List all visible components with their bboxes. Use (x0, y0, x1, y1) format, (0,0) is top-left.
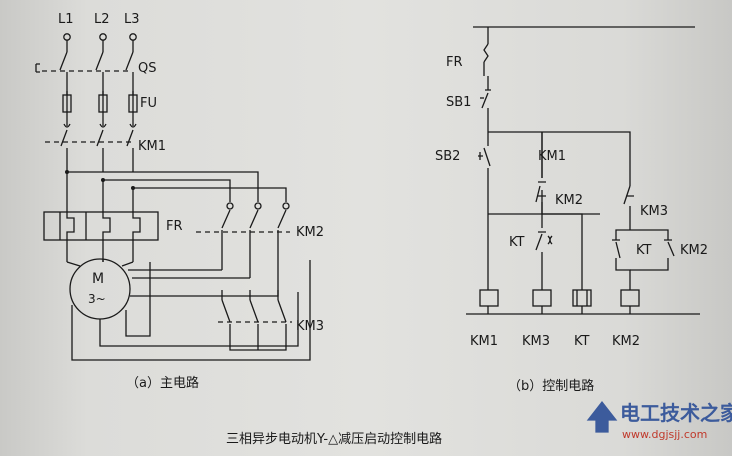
km2-main-label: KM2 (296, 225, 324, 240)
terminal-l3 (129, 33, 137, 41)
sb2-label: SB2 (435, 149, 460, 164)
km1-hold-contact (488, 132, 600, 215)
fr-control-label: FR (446, 55, 463, 70)
km1-contact-label: KM1 (538, 149, 566, 164)
main-caption: （a）主电路 (126, 375, 199, 391)
phase-label-l1: L1 (58, 12, 74, 27)
km3-nc-contact (623, 185, 634, 230)
motor-letter: M (92, 271, 104, 287)
terminal-l1 (63, 33, 71, 41)
kt-contact-label-left: KT (509, 235, 525, 250)
coil-label-km2: KM2 (612, 334, 640, 349)
kt-branch-wire (542, 213, 583, 290)
coil-kt (572, 289, 592, 307)
km2-contact-label-right: KM2 (680, 243, 708, 258)
fr-main-label: FR (166, 219, 183, 234)
fu-label: FU (140, 96, 157, 111)
control-caption: （b）控制电路 (508, 378, 594, 394)
kt-contact-label-right: KT (636, 243, 652, 258)
phase-label-l3: L3 (124, 12, 140, 27)
kt-timed-contact (535, 214, 553, 290)
coil-km3 (532, 289, 552, 307)
fr-nc-contact (483, 43, 489, 76)
coil-label-km3: KM3 (522, 334, 550, 349)
coils (466, 289, 700, 315)
km2-nc-contact (538, 190, 546, 214)
coil-label-kt: KT (574, 334, 590, 349)
motor (69, 258, 131, 320)
coil-km1 (479, 289, 499, 307)
coil-label-km1: KM1 (470, 334, 498, 349)
km1-main-label: KM1 (138, 139, 166, 154)
km3-contacts (218, 290, 292, 351)
km2-main-contacts (196, 192, 290, 262)
km1-main-contacts (45, 117, 137, 172)
branch-wires-top (67, 171, 287, 192)
motor-phase: 3~ (88, 292, 106, 306)
qs-switch (35, 40, 134, 95)
kt-km2-right-contacts (612, 229, 675, 290)
motor-feed-wires (66, 240, 134, 262)
watermark-name: 电工技术之家 (620, 401, 732, 425)
fr-thermal-relay (43, 211, 159, 241)
control-rail (488, 131, 631, 186)
sb2-button (478, 140, 491, 290)
km3-main-label: KM3 (296, 319, 324, 334)
control-circuit: FR SB1 SB2 KM1 KM2 (435, 26, 708, 394)
figure-title: 三相异步电动机Y-△减压启动控制电路 (226, 431, 442, 447)
delta-wires (71, 260, 311, 361)
coil-km2 (620, 289, 640, 307)
sb1-label: SB1 (446, 95, 471, 110)
watermark-logo-icon (586, 400, 618, 433)
watermark-url: www.dgjsjj.com (622, 428, 707, 441)
km2-contact-label: KM2 (555, 193, 583, 208)
watermark: 电工技术之家 www.dgjsjj.com (586, 400, 732, 441)
sb1-button (480, 76, 491, 132)
qs-label: QS (138, 61, 156, 76)
fuses (62, 91, 138, 117)
main-circuit: L1 L2 L3 QS FU (35, 12, 324, 391)
phase-label-l2: L2 (94, 12, 110, 27)
km3-contact-label: KM3 (640, 204, 668, 219)
terminal-l2 (99, 33, 107, 41)
